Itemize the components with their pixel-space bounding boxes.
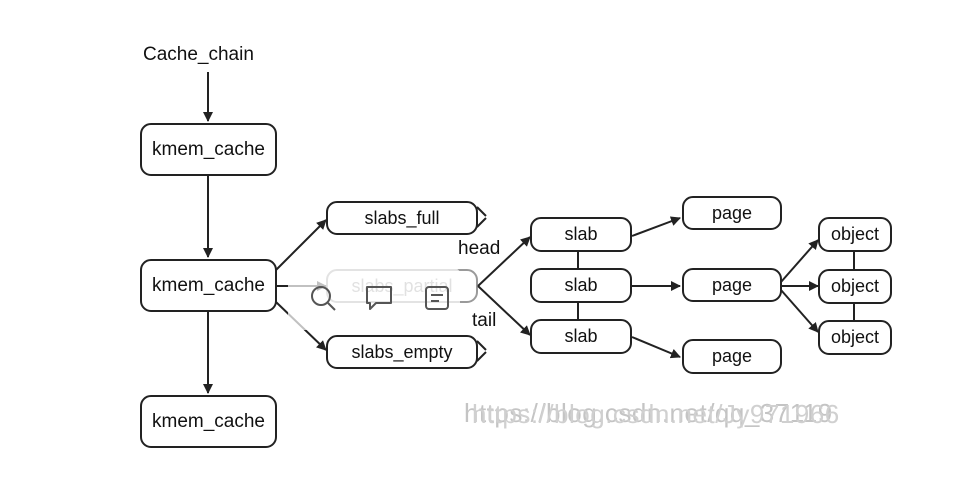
- arrow-slab1-to-page1: [631, 216, 681, 237]
- page-node: page: [682, 196, 782, 230]
- arrow-slab3-to-page3: [631, 336, 681, 359]
- note-icon[interactable]: [421, 282, 453, 314]
- page-node: page: [682, 268, 782, 302]
- object-node: object: [818, 269, 892, 304]
- image-hover-toolbar: [288, 268, 460, 330]
- kmem-cache-node: kmem_cache: [140, 123, 277, 176]
- arrow-partial-head-to-slab: [477, 236, 531, 287]
- watermark-line-a: https://blog.csdn.net/qq_37119: [464, 398, 833, 428]
- head-edge-label: head: [458, 238, 501, 259]
- cache-chain-label: Cache_chain: [143, 44, 254, 65]
- slab-node: slab: [530, 268, 632, 303]
- watermark-line-b: https://blog.csdn.net/Jy971966: [472, 399, 840, 429]
- terminator-full: [476, 206, 487, 228]
- page-node: page: [682, 339, 782, 374]
- slabs-empty-node: slabs_empty: [326, 335, 478, 369]
- comment-icon[interactable]: [363, 282, 395, 314]
- arrow-partial-tail-to-slab: [477, 285, 531, 336]
- arrow-page2-to-object3: [780, 289, 819, 333]
- slab-node: slab: [530, 217, 632, 252]
- search-icon[interactable]: [307, 282, 339, 314]
- arrow-page2-to-object1: [780, 239, 819, 283]
- arrow-cache-to-slabs-full: [275, 219, 327, 271]
- slab-node: slab: [530, 319, 632, 354]
- slabs-full-node: slabs_full: [326, 201, 478, 235]
- terminator-empty: [476, 340, 487, 362]
- kmem-cache-node: kmem_cache: [140, 259, 277, 312]
- object-node: object: [818, 320, 892, 355]
- kmem-cache-node: kmem_cache: [140, 395, 277, 448]
- object-node: object: [818, 217, 892, 252]
- tail-edge-label: tail: [472, 310, 497, 331]
